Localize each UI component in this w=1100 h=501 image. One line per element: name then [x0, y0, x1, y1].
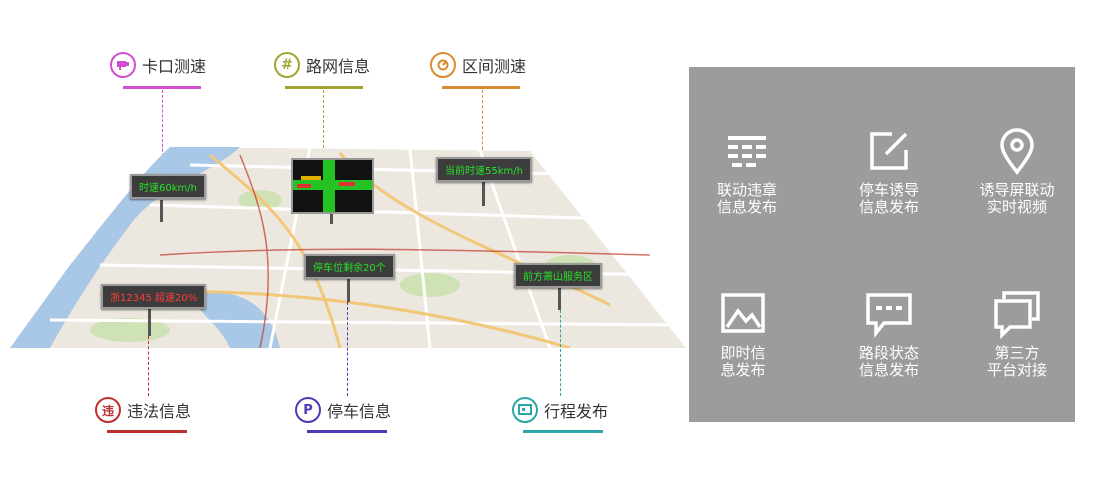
sign-post — [160, 200, 163, 222]
sign-post — [482, 178, 485, 206]
current-speed-sign: 当前时速55km/h — [436, 157, 532, 182]
chat-stack-icon — [990, 287, 1044, 341]
feature-linked-violation: 联动违章 信息发布 — [687, 124, 807, 216]
feature-label: 第三方 平台对接 — [986, 344, 1047, 379]
underline — [307, 430, 387, 433]
parking-space-sign: 停车位剩余20个 — [304, 254, 395, 279]
edit-icon — [862, 124, 916, 178]
label-text: 违法信息 — [127, 402, 192, 421]
sign-post — [330, 210, 333, 224]
connector-line — [560, 310, 561, 396]
label-road-network: # 路网信息 — [274, 52, 370, 78]
connector-line — [323, 90, 324, 158]
speed-icon — [430, 52, 456, 78]
feature-label: 联动违章 信息发布 — [716, 181, 777, 216]
service-area-sign: 前方萧山服务区 — [514, 263, 602, 288]
label-text: 路网信息 — [306, 57, 371, 76]
label-parking-info: P 停车信息 — [295, 397, 391, 423]
violation-sign: 浙12345 超速20% — [101, 284, 207, 309]
underline — [123, 86, 201, 89]
sign-post — [558, 284, 561, 310]
feature-parking-guidance: 停车诱导 信息发布 — [829, 124, 949, 216]
underline — [107, 430, 187, 433]
travel-icon — [512, 397, 538, 423]
list-icon — [720, 124, 774, 178]
location-pin-icon — [990, 124, 1044, 178]
feature-road-status: 路段状态 信息发布 — [829, 287, 949, 379]
feature-label: 路段状态 信息发布 — [858, 344, 919, 379]
feature-label: 诱导屏联动 实时视频 — [979, 181, 1055, 216]
message-icon — [862, 287, 916, 341]
underline — [442, 86, 520, 89]
connector-line — [162, 90, 163, 176]
feature-panel: 联动违章 信息发布 停车诱导 信息发布 诱导屏联动 实时视频 即时信 息发布 路… — [689, 67, 1075, 422]
label-interval-speed: 区间测速 — [430, 52, 526, 78]
label-text: 停车信息 — [327, 402, 392, 421]
network-icon: # — [274, 52, 300, 78]
feature-label: 停车诱导 信息发布 — [858, 181, 919, 216]
speed-sign: 时速60km/h — [130, 174, 206, 199]
connector-line — [482, 90, 483, 160]
label-checkpoint-speed: 卡口测速 — [110, 52, 206, 78]
label-text: 卡口测速 — [142, 57, 207, 76]
road-network-screen — [291, 158, 374, 214]
underline — [523, 430, 603, 433]
feature-realtime-video: 诱导屏联动 实时视频 — [957, 124, 1077, 216]
connector-line — [148, 336, 149, 396]
feature-label: 即时信 息发布 — [720, 344, 766, 379]
camera-icon — [110, 52, 136, 78]
violation-icon: 违 — [95, 397, 121, 423]
parking-icon: P — [295, 397, 321, 423]
feature-third-party: 第三方 平台对接 — [957, 287, 1077, 379]
underline — [285, 86, 363, 89]
sign-post — [347, 278, 350, 302]
label-violation-info: 违 违法信息 — [95, 397, 191, 423]
label-trip-publish: 行程发布 — [512, 397, 608, 423]
sign-post — [148, 306, 151, 336]
label-text: 行程发布 — [544, 402, 609, 421]
image-icon — [716, 287, 770, 341]
label-text: 区间测速 — [462, 57, 527, 76]
feature-instant-publish: 即时信 息发布 — [683, 287, 803, 379]
connector-line — [347, 302, 348, 396]
